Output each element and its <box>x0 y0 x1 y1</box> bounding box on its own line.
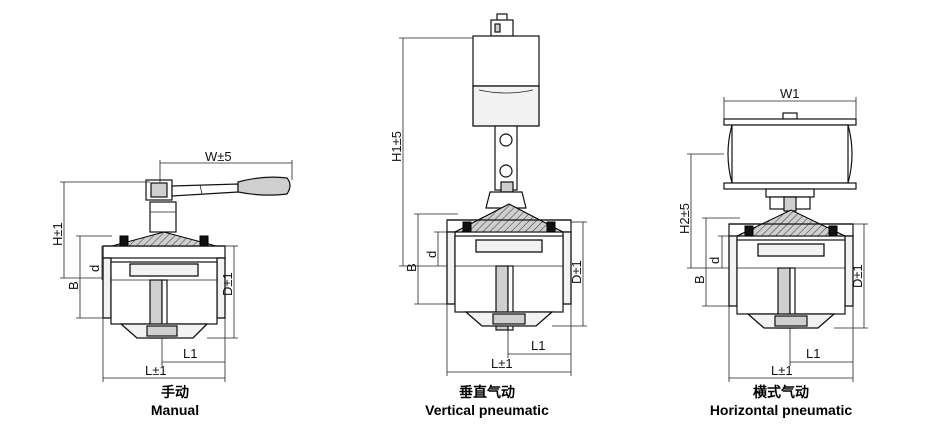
horizontal-dim-l1: L1 <box>806 346 820 361</box>
vertical-valve-body <box>446 191 572 331</box>
manual-caption-en: Manual <box>151 402 199 418</box>
manual-valve-handle <box>145 176 291 233</box>
vertical-caption-cn: 垂直气动 <box>459 384 515 401</box>
horizontal-actuator <box>723 112 857 212</box>
manual-caption-cn: 手动 <box>161 384 189 401</box>
vertical-dim-length: L±1 <box>491 356 513 371</box>
horizontal-dim-diameter: D±1 <box>850 264 865 288</box>
vertical-dim-height: H1±5 <box>389 131 404 162</box>
manual-dim-diameter: D±1 <box>220 272 235 296</box>
horizontal-dim-length: L±1 <box>771 363 793 378</box>
horizontal-dim-b: B <box>692 275 707 284</box>
manual-dim-height: H±1 <box>50 222 65 246</box>
vertical-caption-en: Vertical pneumatic <box>425 402 549 418</box>
vertical-pneumatic-valve-drawing: H1±5 B d D±1 L1 L±1 垂直气动 Vertical pneuma… <box>389 13 587 418</box>
horizontal-dim-d: d <box>707 257 722 264</box>
horizontal-valve-body <box>728 209 854 329</box>
horizontal-pneumatic-valve-drawing: W1 H2±5 B d D±1 L1 L±1 横式气动 Horizontal p… <box>677 86 868 418</box>
manual-dim-length: L±1 <box>145 363 167 378</box>
vertical-dim-l1: L1 <box>531 338 545 353</box>
manual-valve-drawing: W±5 H±1 B d D±1 L1 L±1 手动 Manual <box>50 149 293 418</box>
horizontal-caption-cn: 横式气动 <box>753 384 809 401</box>
horizontal-dim-height: H2±5 <box>677 203 692 234</box>
horizontal-dim-width: W1 <box>780 86 800 101</box>
horizontal-caption-en: Horizontal pneumatic <box>710 402 853 418</box>
manual-dim-width: W±5 <box>205 149 232 164</box>
manual-valve-body <box>102 231 226 339</box>
manual-dimensions <box>60 160 293 382</box>
vertical-dim-diameter: D±1 <box>569 260 584 284</box>
vertical-actuator <box>472 13 540 193</box>
manual-dim-d: d <box>87 265 102 272</box>
horizontal-dimensions <box>687 97 868 382</box>
vertical-dimensions <box>399 37 587 376</box>
manual-dim-l1: L1 <box>183 346 197 361</box>
vertical-dim-b: B <box>404 263 419 272</box>
vertical-dim-d: d <box>424 251 439 258</box>
manual-dim-b: B <box>66 281 81 290</box>
